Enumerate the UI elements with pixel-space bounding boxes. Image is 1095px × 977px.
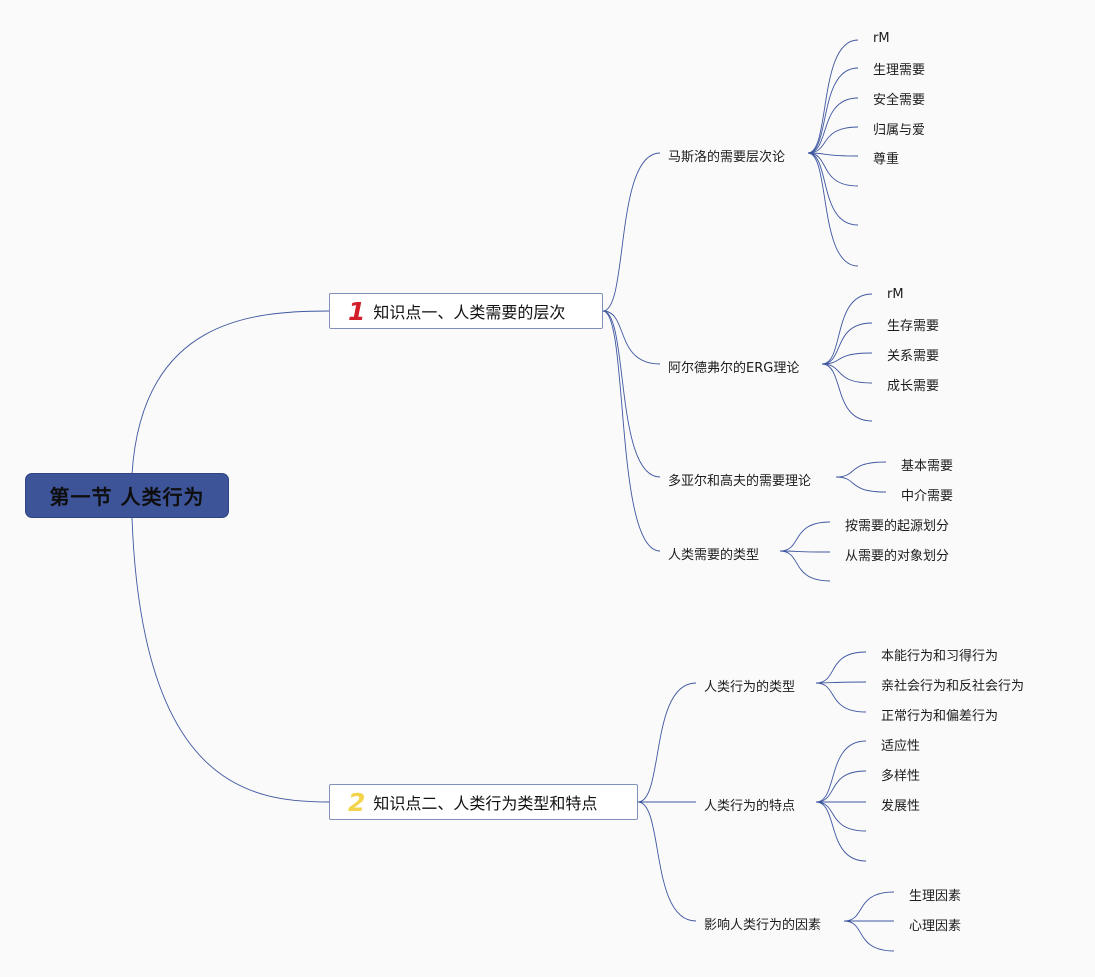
subtopic-behavior-types[interactable]: 人类行为的类型 (704, 680, 796, 695)
connector-line (807, 152, 859, 226)
topic-node-2[interactable]: 2 知识点二、人类行为类型和特点 (329, 784, 638, 820)
connector-line (815, 801, 867, 832)
subtopic-behavior-features[interactable]: 人类行为的特点 (704, 799, 796, 814)
connector-line (815, 801, 867, 862)
leaf-node[interactable]: 多样性 (881, 769, 921, 784)
leaf-node[interactable]: 生理需要 (873, 63, 926, 78)
connector-line (821, 363, 873, 384)
connector-line (835, 476, 887, 493)
subtopic-behavior-factors[interactable]: 影响人类行为的因素 (704, 918, 822, 933)
leaf-node[interactable]: 心理因素 (909, 919, 962, 934)
topic-label: 知识点二、人类行为类型和特点 (373, 794, 598, 813)
leaf-node[interactable]: 适应性 (881, 739, 921, 754)
leaf-node[interactable]: 发展性 (881, 799, 921, 814)
connector-line (807, 126, 859, 154)
leaf-node[interactable]: rM (887, 287, 904, 302)
leaf-node[interactable]: 关系需要 (887, 349, 940, 364)
connector-line (807, 67, 859, 154)
root-to-topic-1-line (131, 310, 330, 475)
root-label: 第一节 人类行为 (49, 485, 205, 509)
root-node[interactable]: 第一节 人类行为 (25, 473, 229, 518)
connector-line (821, 352, 873, 365)
connector-line (815, 651, 867, 684)
leaf-node[interactable]: 中介需要 (901, 489, 954, 504)
leaf-node[interactable]: rM (873, 31, 890, 46)
connector-line (779, 550, 831, 553)
leaf-node[interactable]: 亲社会行为和反社会行为 (881, 679, 1025, 694)
subtopic-maslow[interactable]: 马斯洛的需要层次论 (668, 150, 786, 165)
connector-line (821, 322, 873, 365)
leaf-node[interactable]: 尊重 (873, 152, 900, 167)
leaf-node[interactable]: 从需要的对象划分 (845, 549, 950, 564)
connector-line (602, 310, 661, 365)
leaf-node[interactable]: 本能行为和习得行为 (881, 649, 999, 664)
subtopic-need-types[interactable]: 人类需要的类型 (668, 548, 760, 563)
connector-line (779, 550, 831, 582)
connector-line (602, 310, 661, 552)
leaf-node[interactable]: 正常行为和偏差行为 (881, 709, 999, 724)
leaf-node[interactable]: 成长需要 (887, 379, 940, 394)
connector-line (843, 891, 895, 922)
leaf-node[interactable]: 安全需要 (873, 93, 926, 108)
connector-line (807, 152, 859, 267)
connector-line (807, 39, 859, 154)
connector-line (637, 682, 697, 803)
connector-line (807, 152, 859, 187)
leaf-node[interactable]: 生存需要 (887, 319, 940, 334)
connector-line (835, 461, 887, 478)
subtopic-erg[interactable]: 阿尔德弗尔的ERG理论 (668, 361, 800, 376)
leaf-node[interactable]: 生理因素 (909, 889, 962, 904)
connector-line (602, 310, 661, 478)
root-to-topic-2-line (131, 517, 330, 803)
subtopic-doyal-gough[interactable]: 多亚尔和高夫的需要理论 (668, 474, 812, 489)
topic-label: 知识点一、人类需要的层次 (373, 303, 566, 322)
connector-line (807, 152, 859, 157)
connector-line (779, 521, 831, 552)
connector-line (821, 293, 873, 365)
connector-line (815, 740, 867, 803)
leaf-node[interactable]: 归属与爱 (873, 123, 926, 138)
connector-line (637, 801, 697, 922)
connector-line (815, 681, 867, 684)
leaf-node[interactable]: 基本需要 (901, 459, 954, 474)
connector-line (815, 770, 867, 803)
connector-line (815, 682, 867, 713)
connector-line (821, 363, 873, 422)
connector-line (807, 97, 859, 154)
topic-number-badge: 2 (348, 787, 366, 817)
connector-line (843, 920, 895, 952)
topic-node-1[interactable]: 1 知识点一、人类需要的层次 (329, 293, 603, 329)
connector-line (602, 152, 661, 312)
leaf-node[interactable]: 按需要的起源划分 (845, 519, 950, 534)
topic-number-badge: 1 (348, 296, 366, 326)
